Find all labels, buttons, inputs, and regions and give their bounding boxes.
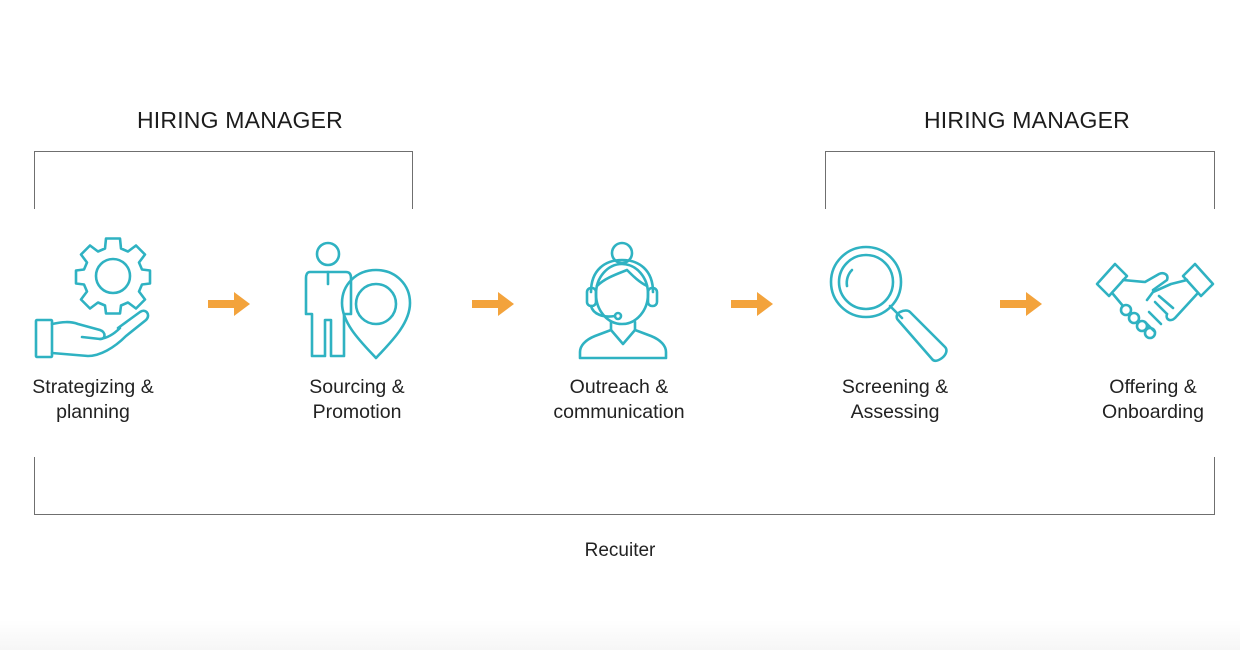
arrow-right-icon xyxy=(206,289,252,324)
hiring-manager-bracket-left xyxy=(34,151,413,209)
handshake-icon xyxy=(1093,260,1217,350)
step-label-strategizing: Strategizing & planning xyxy=(13,375,173,425)
person-location-pin-icon xyxy=(300,240,415,362)
step-label-screening: Screening & Assessing xyxy=(815,375,975,425)
step-label-line: Assessing xyxy=(850,401,940,423)
step-label-line: Promotion xyxy=(312,401,402,423)
bottom-fade xyxy=(0,620,1240,650)
headset-operator-icon xyxy=(575,240,673,362)
step-label-line: Screening & xyxy=(841,376,949,398)
hiring-manager-label-right: HIRING MANAGER xyxy=(924,107,1130,133)
step-label-line: Outreach & xyxy=(569,376,669,398)
step-label-line: Sourcing & xyxy=(309,376,405,398)
recruiter-bracket xyxy=(34,457,1215,515)
arrow-right-icon xyxy=(998,289,1044,324)
hiring-manager-label-left: HIRING MANAGER xyxy=(137,107,343,133)
magnifying-glass-icon xyxy=(828,244,950,366)
arrow-right-icon xyxy=(470,289,516,324)
gear-in-hand-icon xyxy=(30,237,160,363)
step-label-outreach: Outreach & communication xyxy=(529,375,709,425)
hiring-manager-bracket-right xyxy=(825,151,1215,209)
arrow-right-icon xyxy=(729,289,775,324)
step-label-line: Strategizing & xyxy=(32,376,154,398)
step-label-sourcing: Sourcing & Promotion xyxy=(277,375,437,425)
step-label-line: communication xyxy=(553,401,685,423)
recruiter-label: Recuiter xyxy=(584,540,656,561)
step-label-line: Onboarding xyxy=(1102,401,1204,423)
step-label-line: Offering & xyxy=(1109,376,1197,398)
step-label-line: planning xyxy=(56,401,130,423)
step-label-offering: Offering & Onboarding xyxy=(1073,375,1233,425)
